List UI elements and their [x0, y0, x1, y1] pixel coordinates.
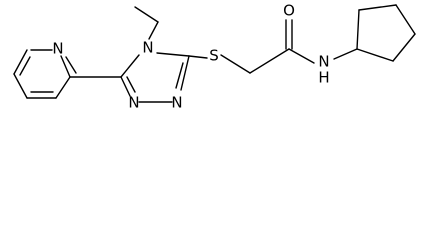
- bond-cp-c4-c5: [392, 33, 416, 62]
- atom-oxygen: O: [283, 2, 295, 20]
- bond-py-c2-n1-inner: [65, 56, 77, 74]
- bond-ch2-co: [249, 48, 290, 74]
- bond-py-c6-c5: [13, 49, 28, 75]
- bond-tri-n1-c5-inner: [126, 76, 136, 93]
- atom-sulfur: S: [209, 47, 219, 65]
- molecule-structure: N N N N S O N H: [13, 2, 416, 112]
- bond-tri-n1-c5: [120, 76, 131, 97]
- bond-nh-cyclopentyl: [333, 48, 358, 60]
- atom-labels: N N N N S O N H: [52, 2, 329, 112]
- atom-triazole-n4: N: [142, 39, 153, 57]
- bond-cp-c5-c1: [356, 48, 394, 62]
- bond-co-nh: [288, 48, 315, 64]
- bond-s-ch2: [220, 54, 251, 74]
- atom-amide-n: N: [318, 53, 329, 71]
- bond-c3-s: [188, 55, 208, 59]
- bond-cp-c2-c3: [358, 4, 397, 11]
- bond-py-c5-c4: [13, 73, 28, 99]
- bond-cp-c1-c2: [356, 9, 360, 50]
- atom-pyridine-n: N: [52, 40, 63, 58]
- bond-ch2-ch3: [134, 6, 159, 23]
- bonds: [13, 4, 416, 103]
- atom-amide-h: H: [318, 69, 329, 87]
- bond-py-c2-n1: [60, 55, 71, 78]
- atom-triazole-n2: N: [171, 94, 182, 112]
- bond-n4-ch2: [148, 21, 159, 40]
- bond-py-c3-c2: [55, 76, 71, 99]
- bond-tri-c3-n2-inner: [175, 62, 184, 89]
- atom-triazole-n1: N: [128, 94, 139, 112]
- bond-tri-c5-n4: [120, 54, 140, 78]
- bond-tri-n4-c3: [156, 52, 190, 57]
- bond-cp-c3-c4: [395, 4, 416, 35]
- bond-tri-c3-n2: [180, 55, 190, 91]
- bond-py-c6-c5-inner: [19, 56, 31, 76]
